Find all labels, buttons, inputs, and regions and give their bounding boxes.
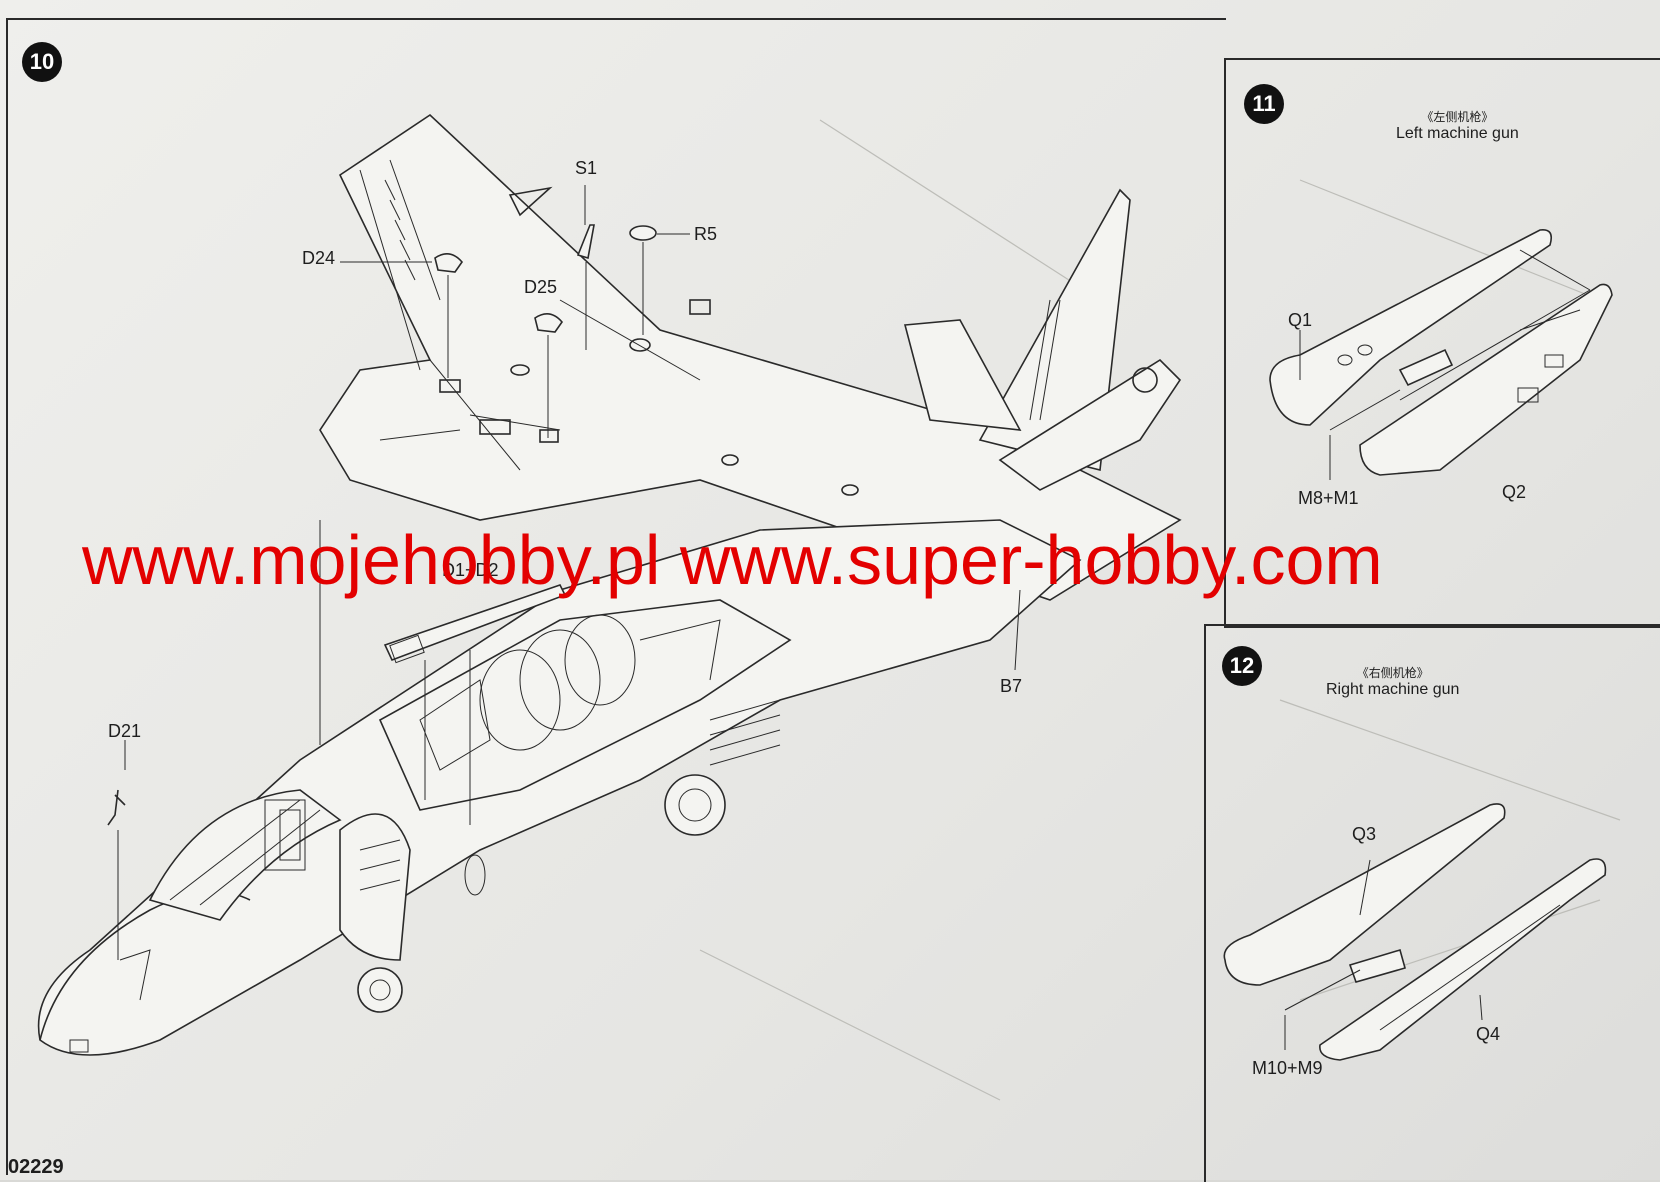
label-d21: D21 [108, 721, 142, 741]
part-d21 [107, 789, 126, 826]
label-q3: Q3 [1352, 824, 1377, 844]
product-code: 02229 [8, 1156, 64, 1178]
label-d25: D25 [524, 277, 558, 297]
label-d24: D24 [302, 248, 336, 268]
label-s1: S1 [575, 158, 598, 178]
step-12-caption-cn: 《右侧机枪》 [1356, 666, 1429, 680]
part-d24 [434, 253, 464, 273]
step-number-10: 10 [22, 42, 62, 82]
step-12-caption-en: Right machine gun [1326, 681, 1460, 698]
label-m8-m1: M8+M1 [1298, 488, 1359, 508]
label-m10-m9: M10+M9 [1252, 1058, 1323, 1078]
step-number-12: 12 [1222, 646, 1262, 686]
step-11-caption-en: Left machine gun [1396, 125, 1519, 142]
step-10-panel [6, 18, 1226, 1175]
aircraft-drawing [37, 113, 1182, 1056]
step-11-caption-cn: 《左侧机枪》 [1421, 110, 1494, 124]
step-11-panel [1224, 58, 1660, 628]
part-d25 [534, 313, 564, 333]
label-d1-d2: D1+D2 [442, 560, 499, 580]
right-gun-pod-drawing [1223, 803, 1607, 1061]
label-r5: R5 [694, 224, 718, 244]
label-q1: Q1 [1288, 310, 1313, 330]
step-number-11: 11 [1244, 84, 1284, 124]
step-12-panel [1204, 624, 1660, 1182]
part-r5 [629, 225, 657, 241]
label-q2: Q2 [1502, 482, 1527, 502]
label-q4: Q4 [1476, 1024, 1501, 1044]
step-12-caption: 《右侧机枪》 Right machine gun [1326, 664, 1459, 699]
step-11-caption: 《左侧机枪》 Left machine gun [1396, 108, 1519, 143]
watermark-text: www.mojehobby.pl www.super-hobby.com [82, 521, 1383, 599]
label-b7: B7 [1000, 676, 1023, 696]
part-s1 [576, 224, 595, 260]
left-gun-pod-drawing [1269, 228, 1613, 480]
